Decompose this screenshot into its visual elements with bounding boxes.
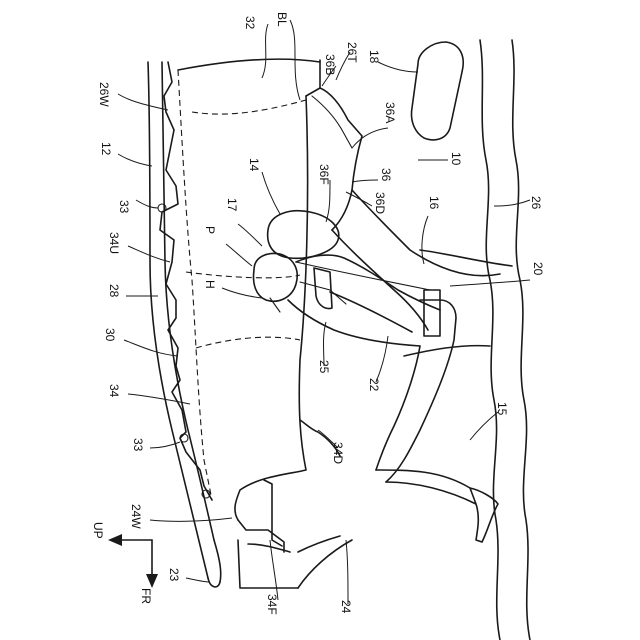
label-24: 24 bbox=[339, 600, 353, 614]
label-H: H bbox=[203, 280, 217, 289]
seat-back bbox=[306, 60, 500, 330]
headrest bbox=[268, 211, 339, 259]
up-arrow-head bbox=[108, 534, 122, 546]
label-32: 32 bbox=[243, 16, 257, 30]
label-36B: 36B bbox=[323, 54, 337, 75]
leader-lines bbox=[118, 20, 530, 604]
label-FR: FR bbox=[139, 588, 153, 604]
label-P: P bbox=[203, 226, 217, 234]
label-16: 16 bbox=[427, 196, 441, 210]
label-34U: 34U bbox=[107, 232, 121, 254]
label-30: 30 bbox=[103, 328, 117, 342]
roof-clip-lower bbox=[180, 434, 188, 442]
label-33-upper: 33 bbox=[117, 200, 131, 214]
label-14: 14 bbox=[247, 158, 261, 172]
label-36F: 36F bbox=[317, 164, 331, 185]
occupant-torso bbox=[288, 255, 440, 346]
label-24W: 24W bbox=[129, 504, 143, 529]
roof-panel bbox=[148, 62, 221, 587]
label-34F: 34F bbox=[265, 594, 279, 615]
label-18: 18 bbox=[367, 50, 381, 64]
label-26T: 26T bbox=[345, 42, 359, 63]
label-23: 23 bbox=[167, 568, 181, 582]
label-17: 17 bbox=[225, 198, 239, 212]
label-BL: BL bbox=[275, 12, 289, 27]
label-34D: 34D bbox=[331, 442, 345, 464]
fr-arrow-head bbox=[146, 574, 158, 588]
orientation-indicator: UP FR bbox=[91, 522, 158, 604]
label-26: 26 bbox=[529, 196, 543, 210]
label-10: 10 bbox=[449, 152, 463, 166]
label-36: 36 bbox=[379, 168, 393, 182]
door-trim bbox=[480, 40, 530, 640]
label-28: 28 bbox=[107, 284, 121, 298]
label-34: 34 bbox=[107, 384, 121, 398]
label-20: 20 bbox=[531, 262, 545, 276]
armrest bbox=[412, 42, 464, 140]
label-36D: 36D bbox=[373, 192, 387, 214]
label-22: 22 bbox=[367, 378, 381, 392]
label-36A: 36A bbox=[383, 102, 397, 123]
label-12: 12 bbox=[99, 142, 113, 156]
label-UP: UP bbox=[91, 522, 105, 539]
floor-console bbox=[238, 536, 352, 588]
curtain-airbag bbox=[178, 70, 306, 500]
label-26W: 26W bbox=[97, 82, 111, 107]
seat-cushion bbox=[404, 250, 512, 356]
instrument-panel bbox=[238, 480, 284, 552]
label-33-lower: 33 bbox=[131, 438, 145, 452]
label-15: 15 bbox=[495, 402, 509, 416]
label-25: 25 bbox=[317, 360, 331, 374]
occupant-arm bbox=[314, 268, 412, 332]
